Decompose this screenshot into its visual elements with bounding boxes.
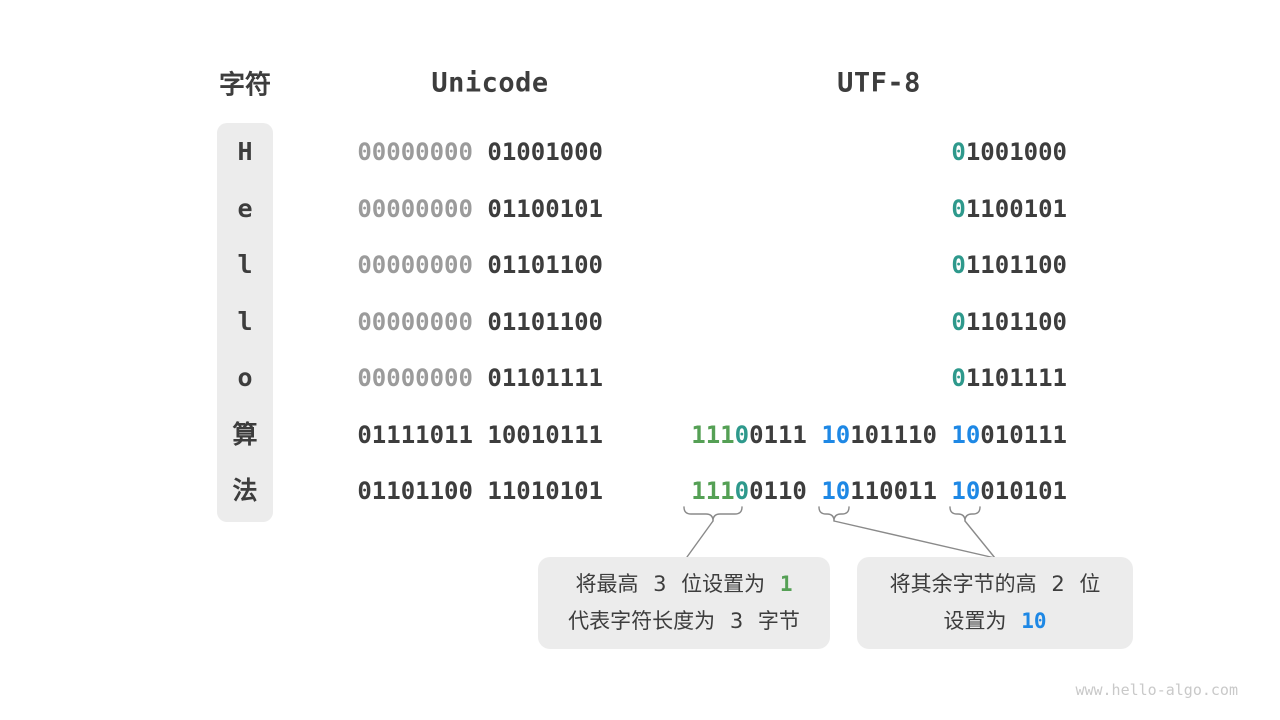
bit-segment-blue: 10 [821,477,851,505]
bit-segment-green: 111 [691,477,735,505]
bit-segment-teal: 0 [951,138,966,166]
bit-segment-gray: 00000000 [357,194,473,223]
utf8-value: 01101100 [951,250,1067,280]
bit-segment-blue: 10 [1021,609,1047,633]
char-cell: 法 [232,476,258,505]
utf8-value: 11100110 10110011 10010101 [691,476,1067,506]
utf8-value: 01101100 [951,307,1067,337]
watermark: www.hello-algo.com [1075,681,1238,699]
bit-segment-dark: 1100101 [965,194,1067,223]
bit-segment-teal: 0 [951,307,966,336]
utf8-value: 01101111 [951,363,1067,393]
brace-continuation-byte3 [949,506,981,522]
bit-segment-green: 111 [691,420,735,449]
bit-segment-dark: 110011 [850,477,952,505]
connector-byte2 [833,520,996,559]
callout-line: 设置为 10 [857,603,1133,640]
char-cell: o [237,363,253,392]
char-cell: H [237,137,253,166]
char-cell: e [237,193,253,223]
bit-segment-teal: 0 [951,194,966,223]
column-header-utf8: UTF-8 [837,67,921,99]
callout-continuation-bits: 将其余字节的高 2 位设置为 10 [857,557,1133,649]
bit-segment-dark: 将最高 3 位设置为 [575,572,780,596]
bit-segment-gray: 00000000 [357,307,473,336]
unicode-value: 00000000 01101111 [357,363,603,393]
column-header-unicode: Unicode [431,67,549,99]
bit-segment-dark: 1101111 [965,364,1067,392]
bit-segment-teal: 0 [951,364,966,392]
bit-segment-teal: 0 [734,477,750,505]
callout-line: 将最高 3 位设置为 1 [538,566,830,603]
bit-segment-dark: 01100101 [472,194,603,223]
char-cell: l [237,250,253,279]
connector-leading-bits [686,520,714,558]
unicode-value: 00000000 01100101 [357,194,603,224]
unicode-value: 00000000 01101100 [357,307,603,337]
bit-segment-dark: 01101100 11010101 [357,477,603,505]
utf8-value: 11100111 10101110 10010111 [691,420,1067,450]
utf8-value: 01100101 [951,194,1067,224]
character-column-panel [217,123,273,522]
bit-segment-gray: 00000000 [357,364,473,392]
bit-segment-gray: 00000000 [357,138,473,166]
brace-leading-bits [683,506,743,522]
bit-segment-dark: 设置为 [943,609,1022,633]
bit-segment-blue: 10 [951,477,981,505]
bit-segment-dark: 将其余字节的高 2 位 [889,572,1101,596]
char-cell: 算 [232,419,258,449]
bit-segment-dark: 010101 [980,477,1067,505]
bit-segment-teal: 0 [734,420,750,449]
char-cell: l [237,306,253,336]
callout-line: 代表字符长度为 3 字节 [538,603,830,640]
bit-segment-dark: 1101100 [965,307,1067,336]
bit-segment-dark: 01001000 [472,138,603,166]
bit-segment-blue: 10 [951,420,981,449]
bit-segment-dark: 010111 [980,420,1067,449]
bit-segment-dark: 01101111 [472,364,603,392]
bit-segment-dark: 代表字符长度为 3 字节 [568,609,800,633]
bit-segment-gray: 00000000 [357,251,473,279]
unicode-value: 00000000 01101100 [357,250,603,280]
bit-segment-dark: 01101100 [472,307,603,336]
callout-line: 将其余字节的高 2 位 [857,566,1133,603]
unicode-value: 00000000 01001000 [357,137,603,167]
bit-segment-dark: 01111011 10010111 [357,420,603,449]
brace-continuation-byte2 [818,506,850,522]
connector-byte3 [964,520,996,559]
utf8-value: 01001000 [951,137,1067,167]
bit-segment-teal: 0 [951,251,966,279]
bit-segment-dark: 101110 [850,420,952,449]
bit-segment-blue: 10 [821,420,851,449]
bit-segment-dark: 01101100 [472,251,603,279]
bit-segment-dark: 1101100 [965,251,1067,279]
column-header-character: 字符 [218,70,272,101]
unicode-value: 01101100 11010101 [357,476,603,506]
bit-segment-dark: 0111 [749,420,822,449]
bit-segment-dark: 1001000 [965,138,1067,166]
unicode-value: 01111011 10010111 [357,420,603,450]
bit-segment-dark: 0110 [749,477,822,505]
callout-three-leading-bits: 将最高 3 位设置为 1 代表字符长度为 3 字节 [538,557,830,649]
bit-segment-green: 1 [779,572,793,596]
